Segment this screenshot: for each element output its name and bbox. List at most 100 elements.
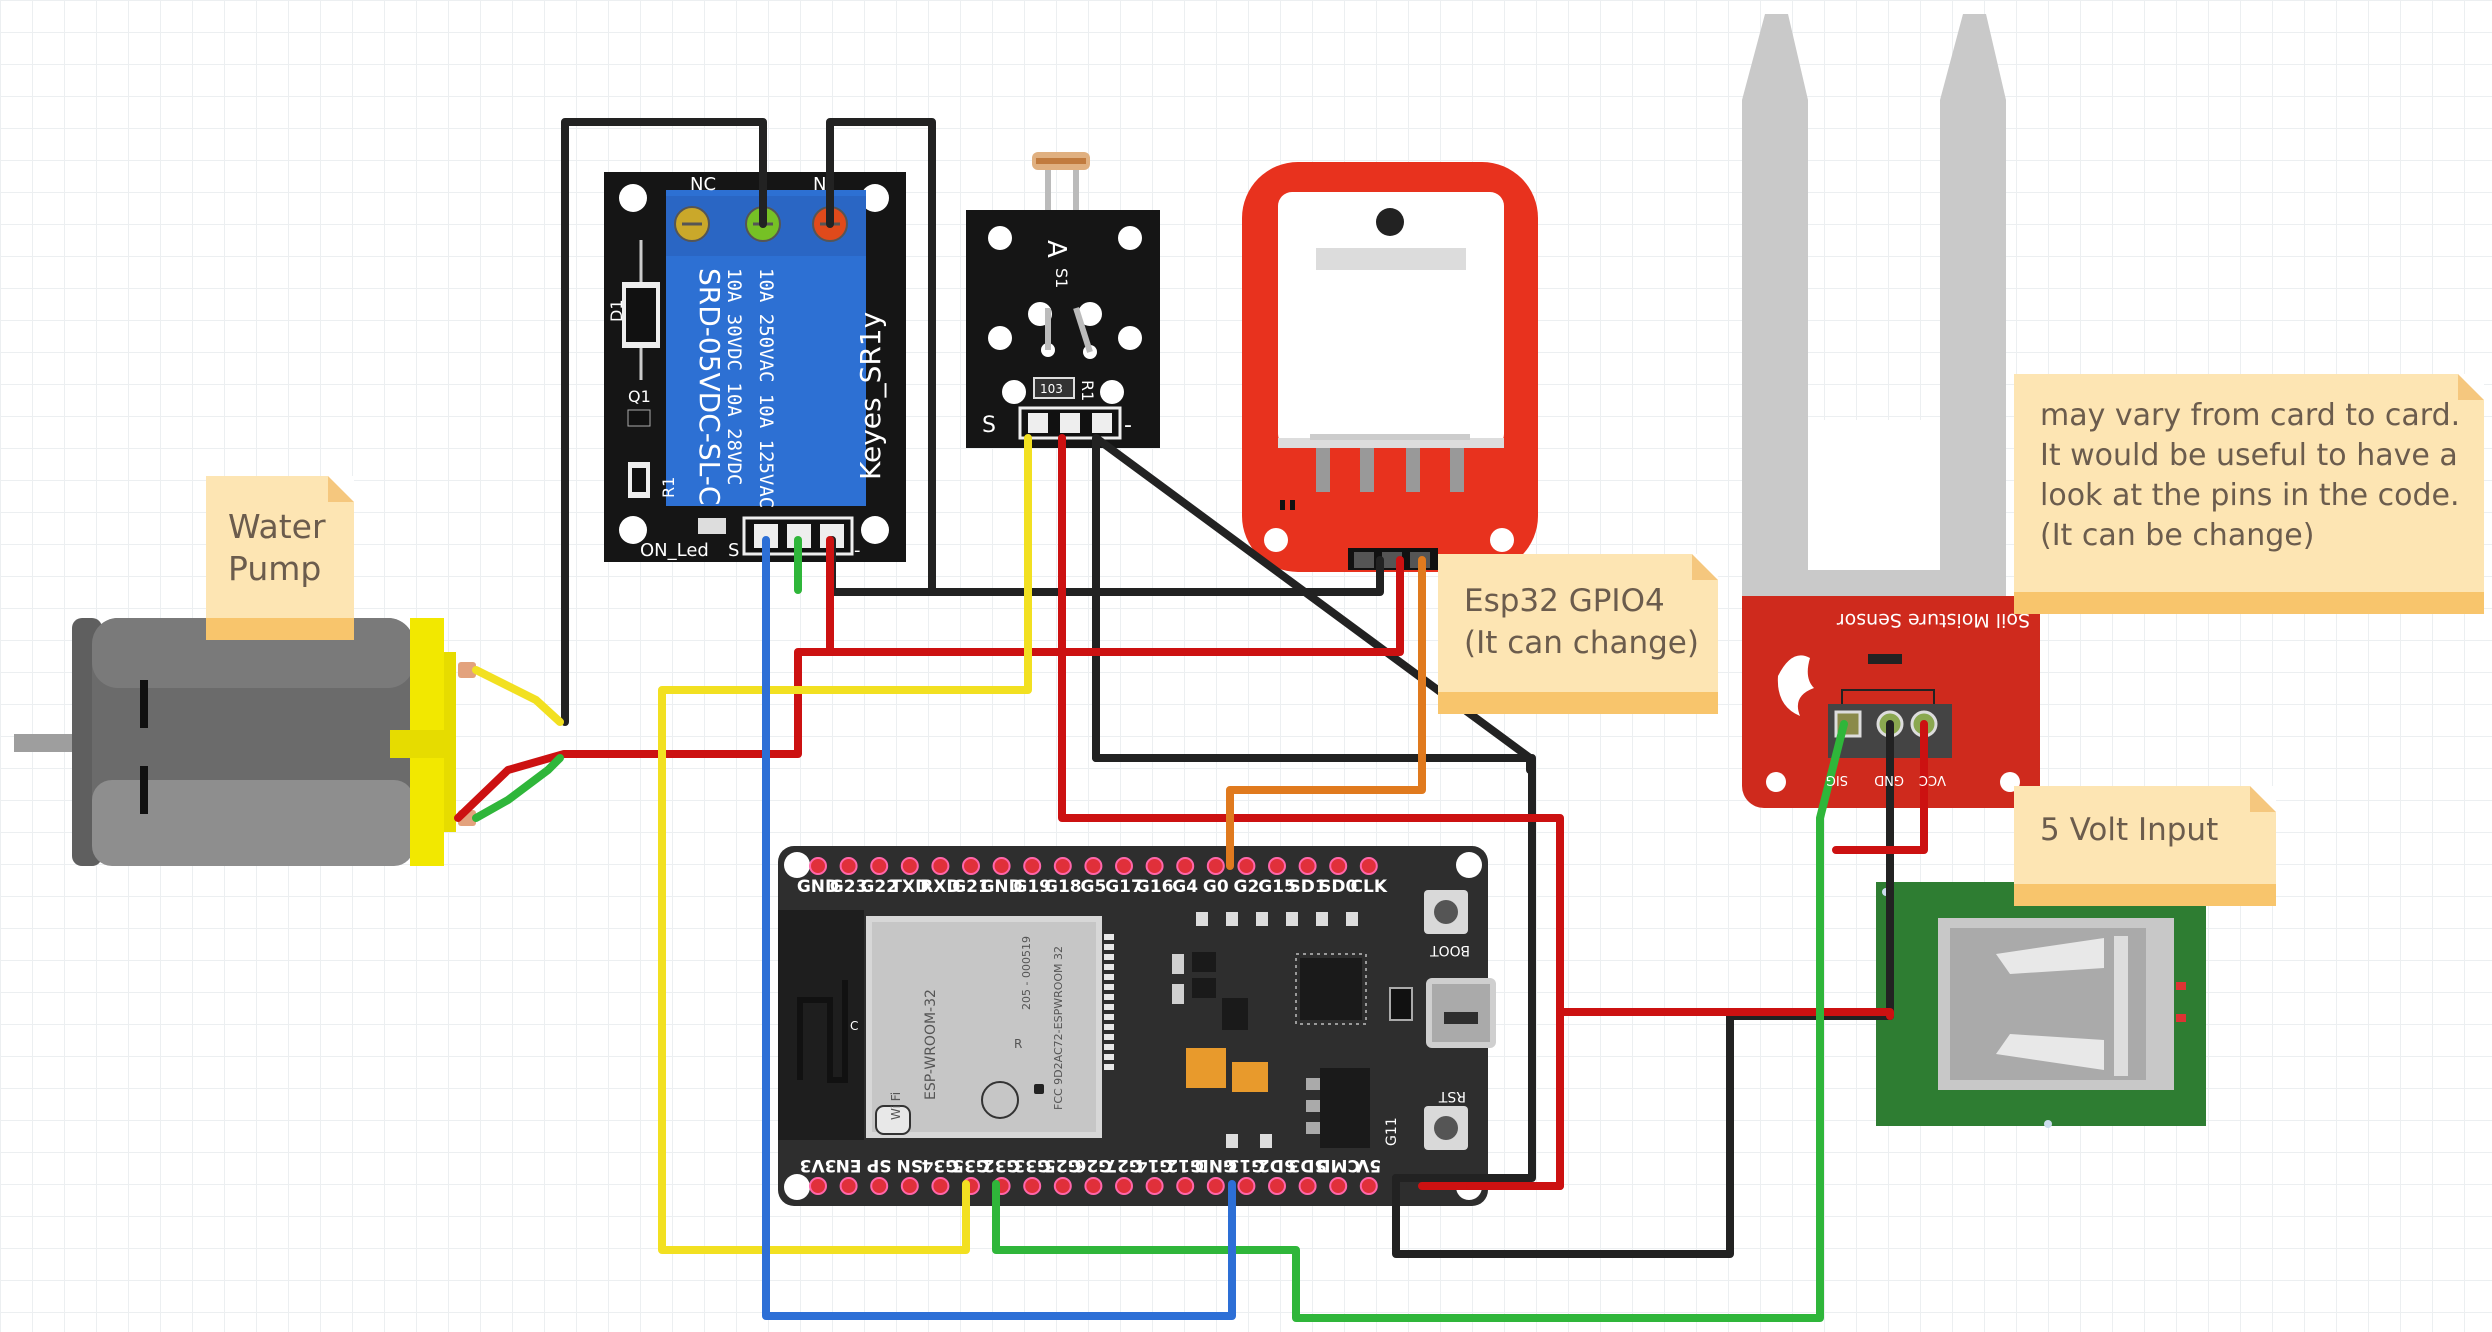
esp32-pin-gnd (992, 857, 1011, 875)
esp32-top-pin-label: GND (980, 877, 1022, 897)
esp32-pin-rxd (931, 857, 950, 875)
note-gpio-text: Esp32 GPIO4 (It can change) (1464, 583, 1699, 661)
note-fold (328, 476, 354, 502)
relay-rating-2: 10A 30VDC 10A 28VDC (723, 268, 745, 485)
wire-blue-relay-signal (762, 536, 1236, 1320)
esp32-top-pin-label: G17 (1105, 877, 1143, 897)
esp32-top-pin-label: G2 (1234, 877, 1260, 897)
note-5v-text: 5 Volt Input (2040, 812, 2219, 848)
ldr-s1-label: S1 (1052, 268, 1071, 288)
esp32-pin-g12 (1176, 1177, 1195, 1195)
module-pad (1104, 1004, 1114, 1010)
esp32-top-pin-label: TXD (890, 877, 929, 897)
esp32-r-label: R (1014, 1037, 1022, 1051)
esp32-bottom-pin-label: G26 (1075, 1155, 1113, 1175)
ldr-resistor-label: 103 (1040, 382, 1063, 396)
esp32-c-label: C (850, 1019, 858, 1033)
ldr-minus-label: - (1124, 413, 1132, 438)
esp32-top-pin-label: RXD (920, 877, 960, 897)
esp32-rst-label: RST (1438, 1088, 1466, 1104)
esp32-top-pin-label: G5 (1081, 877, 1107, 897)
esp32-top-pin-label: G19 (1013, 877, 1051, 897)
relay-onled-label: ON_Led (640, 540, 709, 561)
note-moisture-text: may vary from card to card. It would be … (2040, 398, 2461, 553)
esp32-pin-g23 (839, 857, 858, 875)
esp32-bottom-pin-label: 5V (1355, 1155, 1381, 1175)
esp32-pin-g0 (1206, 857, 1225, 875)
wire-red-relay-loop (826, 118, 936, 596)
soil-vcc-label: VCC (1919, 772, 1946, 787)
relay-brand: Keyes_SR1y (854, 312, 887, 480)
esp32-pin-g27 (1115, 1177, 1133, 1195)
wire-green-soil-signal (992, 720, 1848, 1322)
module-pad (1104, 974, 1114, 980)
relay-labels: NC N SRD-05VDC-SL-C 10A 250VAC 10A 125VA… (607, 174, 887, 561)
module-pad (1104, 934, 1114, 940)
esp32-pin-g22 (870, 857, 889, 875)
esp32-bottom-pin-label: CMD (1316, 1155, 1360, 1175)
esp32-bottom-pin-label: G25 (1044, 1155, 1082, 1175)
esp32-pin-sd1 (1298, 857, 1317, 875)
esp32-top-pin-label: G23 (830, 877, 868, 897)
esp32-bottom-pin-label: G34 (921, 1155, 959, 1175)
esp32-bottom-pin-label: SD2 (1258, 1155, 1296, 1175)
relay-r1-label: R1 (659, 477, 678, 498)
esp32-module-name: ESP-WROOM-32 (923, 989, 939, 1100)
esp32-top-pin-label: GND (797, 877, 839, 897)
ldr-labels: A S1 R1 103 S - (982, 240, 1132, 438)
wire-black-gnd-bus (1092, 754, 1536, 1182)
ldr-module (966, 152, 1160, 448)
esp32-pin-g17 (1115, 857, 1133, 875)
esp32-boot-label: BOOT (1430, 942, 1470, 958)
esp32-top-pin-label: G18 (1044, 877, 1082, 897)
esp32-top-pin-label: G4 (1172, 877, 1198, 897)
note-strip (2014, 592, 2484, 614)
esp32-pin-g25 (1053, 1177, 1072, 1195)
module-pad (1104, 1044, 1114, 1050)
ldr-r1-label: R1 (1078, 380, 1097, 401)
esp32-wifi-text: Wi Fi (889, 1092, 903, 1120)
usb-power-board (1876, 882, 2206, 1128)
esp32-bottom-pin-label: G33 (1013, 1155, 1051, 1175)
esp32-top-pin-label: G21 (952, 877, 990, 897)
wire-black-pump-relay (561, 118, 767, 726)
esp32-pin-en (839, 1177, 858, 1195)
esp32-pin-5v (1359, 1177, 1378, 1195)
esp32-bottom-pin-label: G27 (1105, 1155, 1143, 1175)
module-pad (1104, 984, 1114, 990)
note-gpio: Esp32 GPIO4 (It can change) (1438, 554, 1718, 714)
esp32-bottom-pin-label: EN (836, 1155, 862, 1175)
esp32-pin-g18 (1053, 857, 1072, 875)
esp32-pin-clk (1359, 857, 1378, 875)
wire-orange-dht-data (1226, 556, 1426, 870)
esp32-top-pin-label: SD0 (1319, 877, 1357, 897)
esp32-top-pin-label: G16 (1136, 877, 1174, 897)
esp32-pin-g19 (1023, 857, 1042, 875)
esp32-pin-g21 (962, 857, 980, 875)
relay-rating-1: 10A 250VAC 10A 125VAC (755, 268, 777, 508)
relay-model: SRD-05VDC-SL-C (693, 268, 726, 505)
module-pad (1104, 1054, 1114, 1060)
esp32-g11-label: G11 (1384, 1117, 1400, 1146)
note-moisture: may vary from card to card. It would be … (2014, 374, 2484, 614)
esp32-labels: ESP-WROOM-32 FCC 9D2AC72-ESPWROOM 32 205… (850, 936, 1470, 1146)
note-strip (206, 618, 354, 640)
esp32-pin-3v3 (809, 1177, 827, 1195)
soil-labels: Soil Moisture Sensor SIG GND VCC (1826, 609, 2030, 787)
esp32-bottom-pin-label: SD3 (1289, 1155, 1327, 1175)
esp32-pin-txd (900, 857, 919, 875)
esp32-top-pin-label: G22 (860, 877, 898, 897)
esp32-pin-sp (870, 1177, 889, 1195)
module-pad (1104, 994, 1114, 1000)
note-fold (1692, 554, 1718, 580)
esp32-pin-g26 (1084, 1177, 1103, 1195)
esp32-pin-gnd (809, 857, 827, 875)
esp32-pin-cmd (1329, 1177, 1348, 1195)
esp32-pin-sn (900, 1177, 919, 1195)
note-water-pump: Water Pump (206, 476, 354, 640)
esp32-pin-sd0 (1329, 857, 1348, 875)
esp32-pin-sd2 (1268, 1177, 1286, 1195)
module-pad (1104, 1024, 1114, 1030)
relay-minus-label: - (854, 540, 861, 561)
